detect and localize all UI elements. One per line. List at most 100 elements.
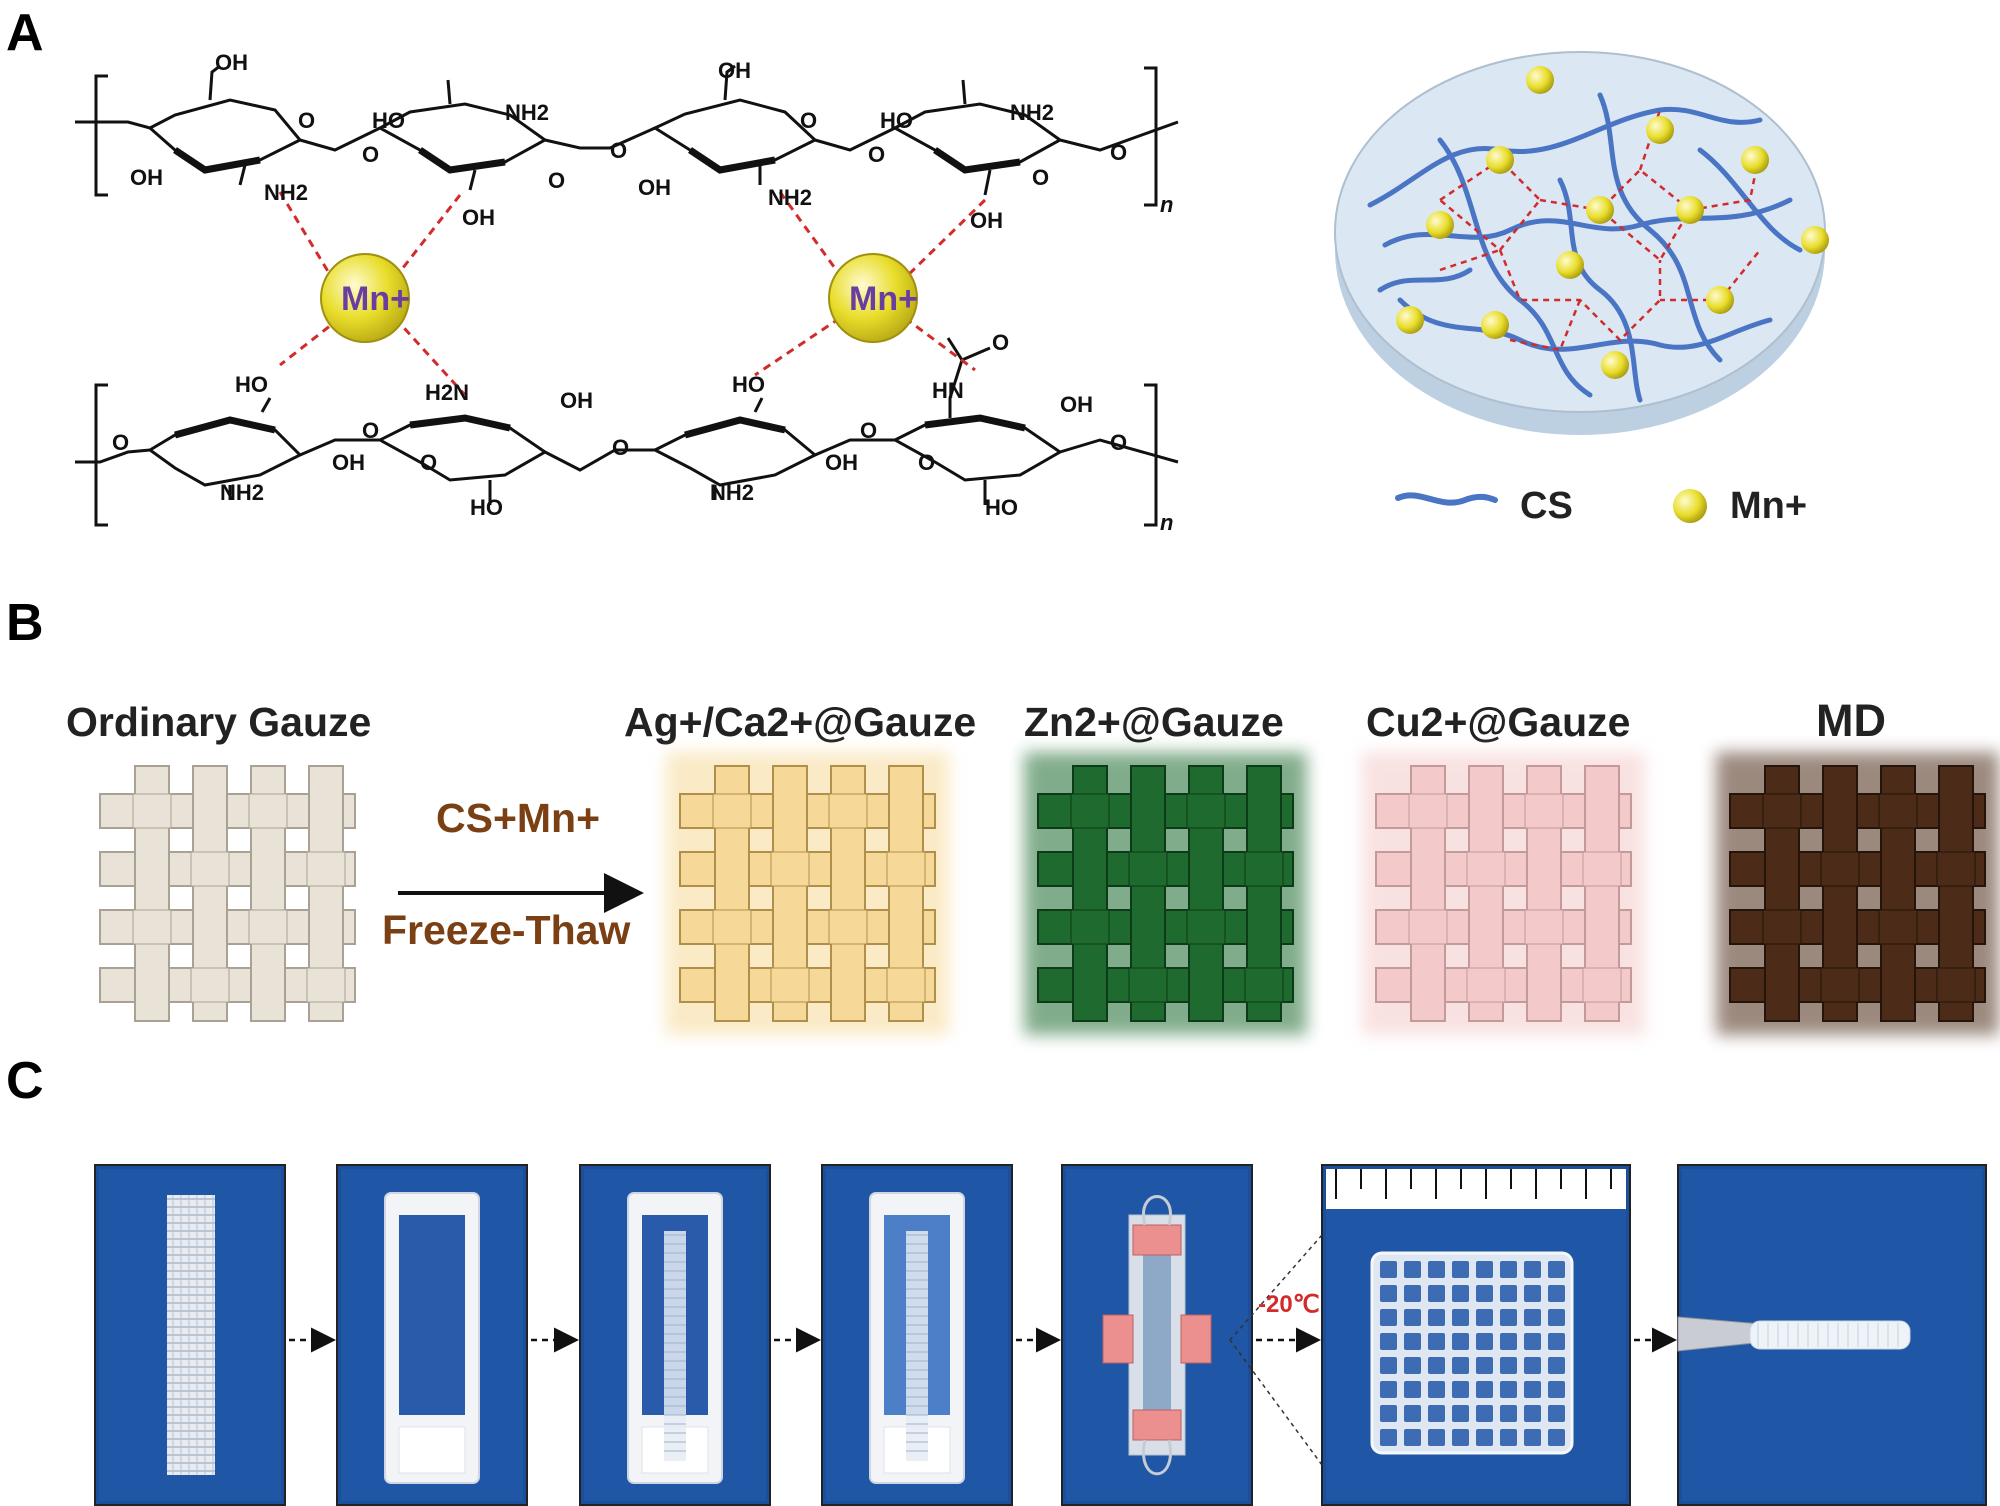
mesh-hole (1452, 1429, 1469, 1446)
label-o: O (112, 430, 129, 455)
gauze-weave-cross (1762, 909, 1802, 945)
mesh-hole (1404, 1285, 1421, 1302)
mesh-hole (1548, 1261, 1565, 1278)
gauze-in-mold (664, 1231, 686, 1461)
gauze-title-md: MD (1816, 695, 1886, 746)
mesh-hole (1548, 1285, 1565, 1302)
gauze-weave-cross (1128, 967, 1168, 1003)
label-n: n (1160, 510, 1173, 535)
mesh-hole (1428, 1285, 1445, 1302)
label-hn: HN (932, 378, 964, 403)
clip-handle (1142, 1439, 1172, 1476)
label-o: O (992, 330, 1009, 355)
legend-metal-swatch (1673, 489, 1707, 523)
zoom-guide-line (1229, 1339, 1323, 1466)
gauze-3 (1362, 752, 1645, 1035)
mesh-hole (1548, 1429, 1565, 1446)
mesh-hole (1452, 1381, 1469, 1398)
mesh-hole (1428, 1357, 1445, 1374)
label-nh2: NH2 (264, 180, 308, 205)
label-oh: OH (970, 208, 1003, 233)
label-ho: HO (985, 495, 1018, 520)
gauze-weave-cross (1244, 851, 1284, 887)
mesh-hole (1500, 1429, 1517, 1446)
mesh-hole (1380, 1285, 1397, 1302)
label-o: O (610, 138, 627, 163)
gauze-0 (99, 765, 356, 1022)
label-o: O (298, 108, 315, 133)
ruler (1326, 1169, 1626, 1209)
mesh-hole (1476, 1261, 1493, 1278)
sample-roll (1749, 1320, 1911, 1350)
mesh-hole (1380, 1261, 1397, 1278)
process-top-label: CS+Mn+ (436, 795, 600, 841)
gauze-title-cu: Cu2+@Gauze (1366, 699, 1630, 745)
mesh-hole (1524, 1333, 1541, 1350)
mesh-hole (1428, 1381, 1445, 1398)
mesh-hole (1476, 1429, 1493, 1446)
label-oh: OH (718, 58, 751, 83)
gauze-weave-cross (1524, 909, 1564, 945)
label-o: O (800, 108, 817, 133)
panel-label-b: B (6, 594, 44, 652)
gauze-weave-cross (1466, 967, 1506, 1003)
bracket-top-left (94, 74, 108, 197)
label-oh: OH (462, 205, 495, 230)
gauze-weave-cross (1524, 793, 1564, 829)
gauze-2 (1024, 752, 1307, 1035)
label-oh: OH (215, 50, 248, 75)
metal-ion-left: Mn+ (320, 253, 410, 343)
gauze-weave-cross (1070, 793, 1110, 829)
mesh-hole (1524, 1261, 1541, 1278)
label-nh2: NH2 (710, 480, 754, 505)
photo-gauze-strip (94, 1164, 286, 1506)
gauze-title-ordinary: Ordinary Gauze (66, 699, 371, 745)
mesh-hole (1500, 1261, 1517, 1278)
photo-solution-filled-mold (821, 1164, 1013, 1506)
label-o: O (548, 168, 565, 193)
gauze-weave-cross (248, 793, 288, 829)
gauze-weave-cross (1244, 967, 1284, 1003)
metal-ion-right: Mn+ (828, 253, 918, 343)
mesh-hole (1404, 1405, 1421, 1422)
gauze-weave-cross (1408, 793, 1448, 829)
gauze-weave-cross (1820, 967, 1860, 1003)
mesh-hole (1524, 1357, 1541, 1374)
mesh-hole (1452, 1333, 1469, 1350)
label-nh2: NH2 (220, 480, 264, 505)
mesh-hole (1428, 1405, 1445, 1422)
gauze-weave-cross (306, 967, 346, 1003)
gauze-weave-cross (828, 793, 868, 829)
binder-clip (1102, 1314, 1134, 1364)
gauze-weave-cross (132, 909, 172, 945)
mesh-hole (1524, 1405, 1541, 1422)
mesh-hole (1548, 1381, 1565, 1398)
photo-gauze-in-mold (579, 1164, 771, 1506)
photo-clamped-mold (1061, 1164, 1253, 1506)
label-nh2: NH2 (505, 100, 549, 125)
legend-cs-label: CS (1520, 485, 1573, 527)
mesh-hole (1548, 1309, 1565, 1326)
gauze-weave-cross (886, 967, 926, 1003)
mesh-hole (1404, 1357, 1421, 1374)
gauze-weave-cross (1408, 909, 1448, 945)
label-o: O (612, 435, 629, 460)
label-oh: OH (825, 450, 858, 475)
mesh-hole (1500, 1405, 1517, 1422)
mesh-hole (1524, 1381, 1541, 1398)
bracket-bottom-left (94, 383, 108, 527)
gauze-weave-cross (1128, 851, 1168, 887)
label-ho: HO (372, 108, 405, 133)
mesh-hole (1476, 1405, 1493, 1422)
mesh-hole (1380, 1405, 1397, 1422)
mesh-hole (1476, 1381, 1493, 1398)
binder-clip (1132, 1224, 1182, 1256)
mesh-hole (1500, 1381, 1517, 1398)
label-oh: OH (130, 165, 163, 190)
gauze-titles: Ordinary Gauze Ag+/Ca2+@Gauze Zn2+@Gauze… (66, 695, 1886, 746)
bracket-top-right (1144, 66, 1158, 207)
gauze-weave-cross (712, 909, 752, 945)
label-oh: OH (332, 450, 365, 475)
clip-handle (1142, 1195, 1172, 1226)
